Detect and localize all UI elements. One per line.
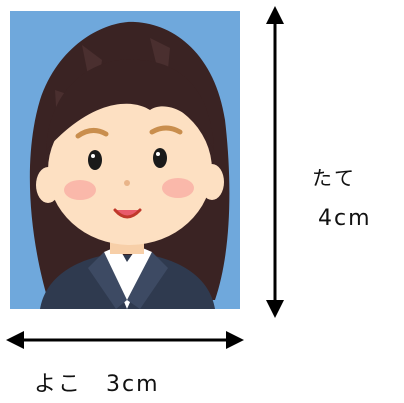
shirt-collar xyxy=(104,246,152,309)
mouth xyxy=(113,208,142,219)
height-value-label: 4cm xyxy=(318,206,372,231)
width-label: よこ 3cm xyxy=(34,372,160,397)
eye-left xyxy=(88,150,102,170)
eyebrow-left xyxy=(75,128,109,139)
height-arrow xyxy=(266,6,284,318)
nose xyxy=(124,180,130,186)
height-arrow-head-top xyxy=(266,6,284,24)
width-arrow-head-right xyxy=(226,331,244,349)
eyebrow-right xyxy=(149,125,183,135)
eye-right xyxy=(153,148,167,168)
suit-lapel-right xyxy=(127,252,168,309)
cheek-right xyxy=(162,178,194,198)
width-arrow-head-left xyxy=(6,331,24,349)
eye-left-highlight xyxy=(91,154,95,158)
eye-right-highlight xyxy=(156,152,160,156)
height-label: たて xyxy=(312,166,356,190)
person-illustration xyxy=(29,21,230,309)
width-arrow xyxy=(6,331,244,349)
height-arrow-head-bottom xyxy=(266,300,284,318)
hair-bangs xyxy=(46,59,214,150)
suit-lapel-left xyxy=(88,252,127,309)
cheek-left xyxy=(64,180,96,200)
